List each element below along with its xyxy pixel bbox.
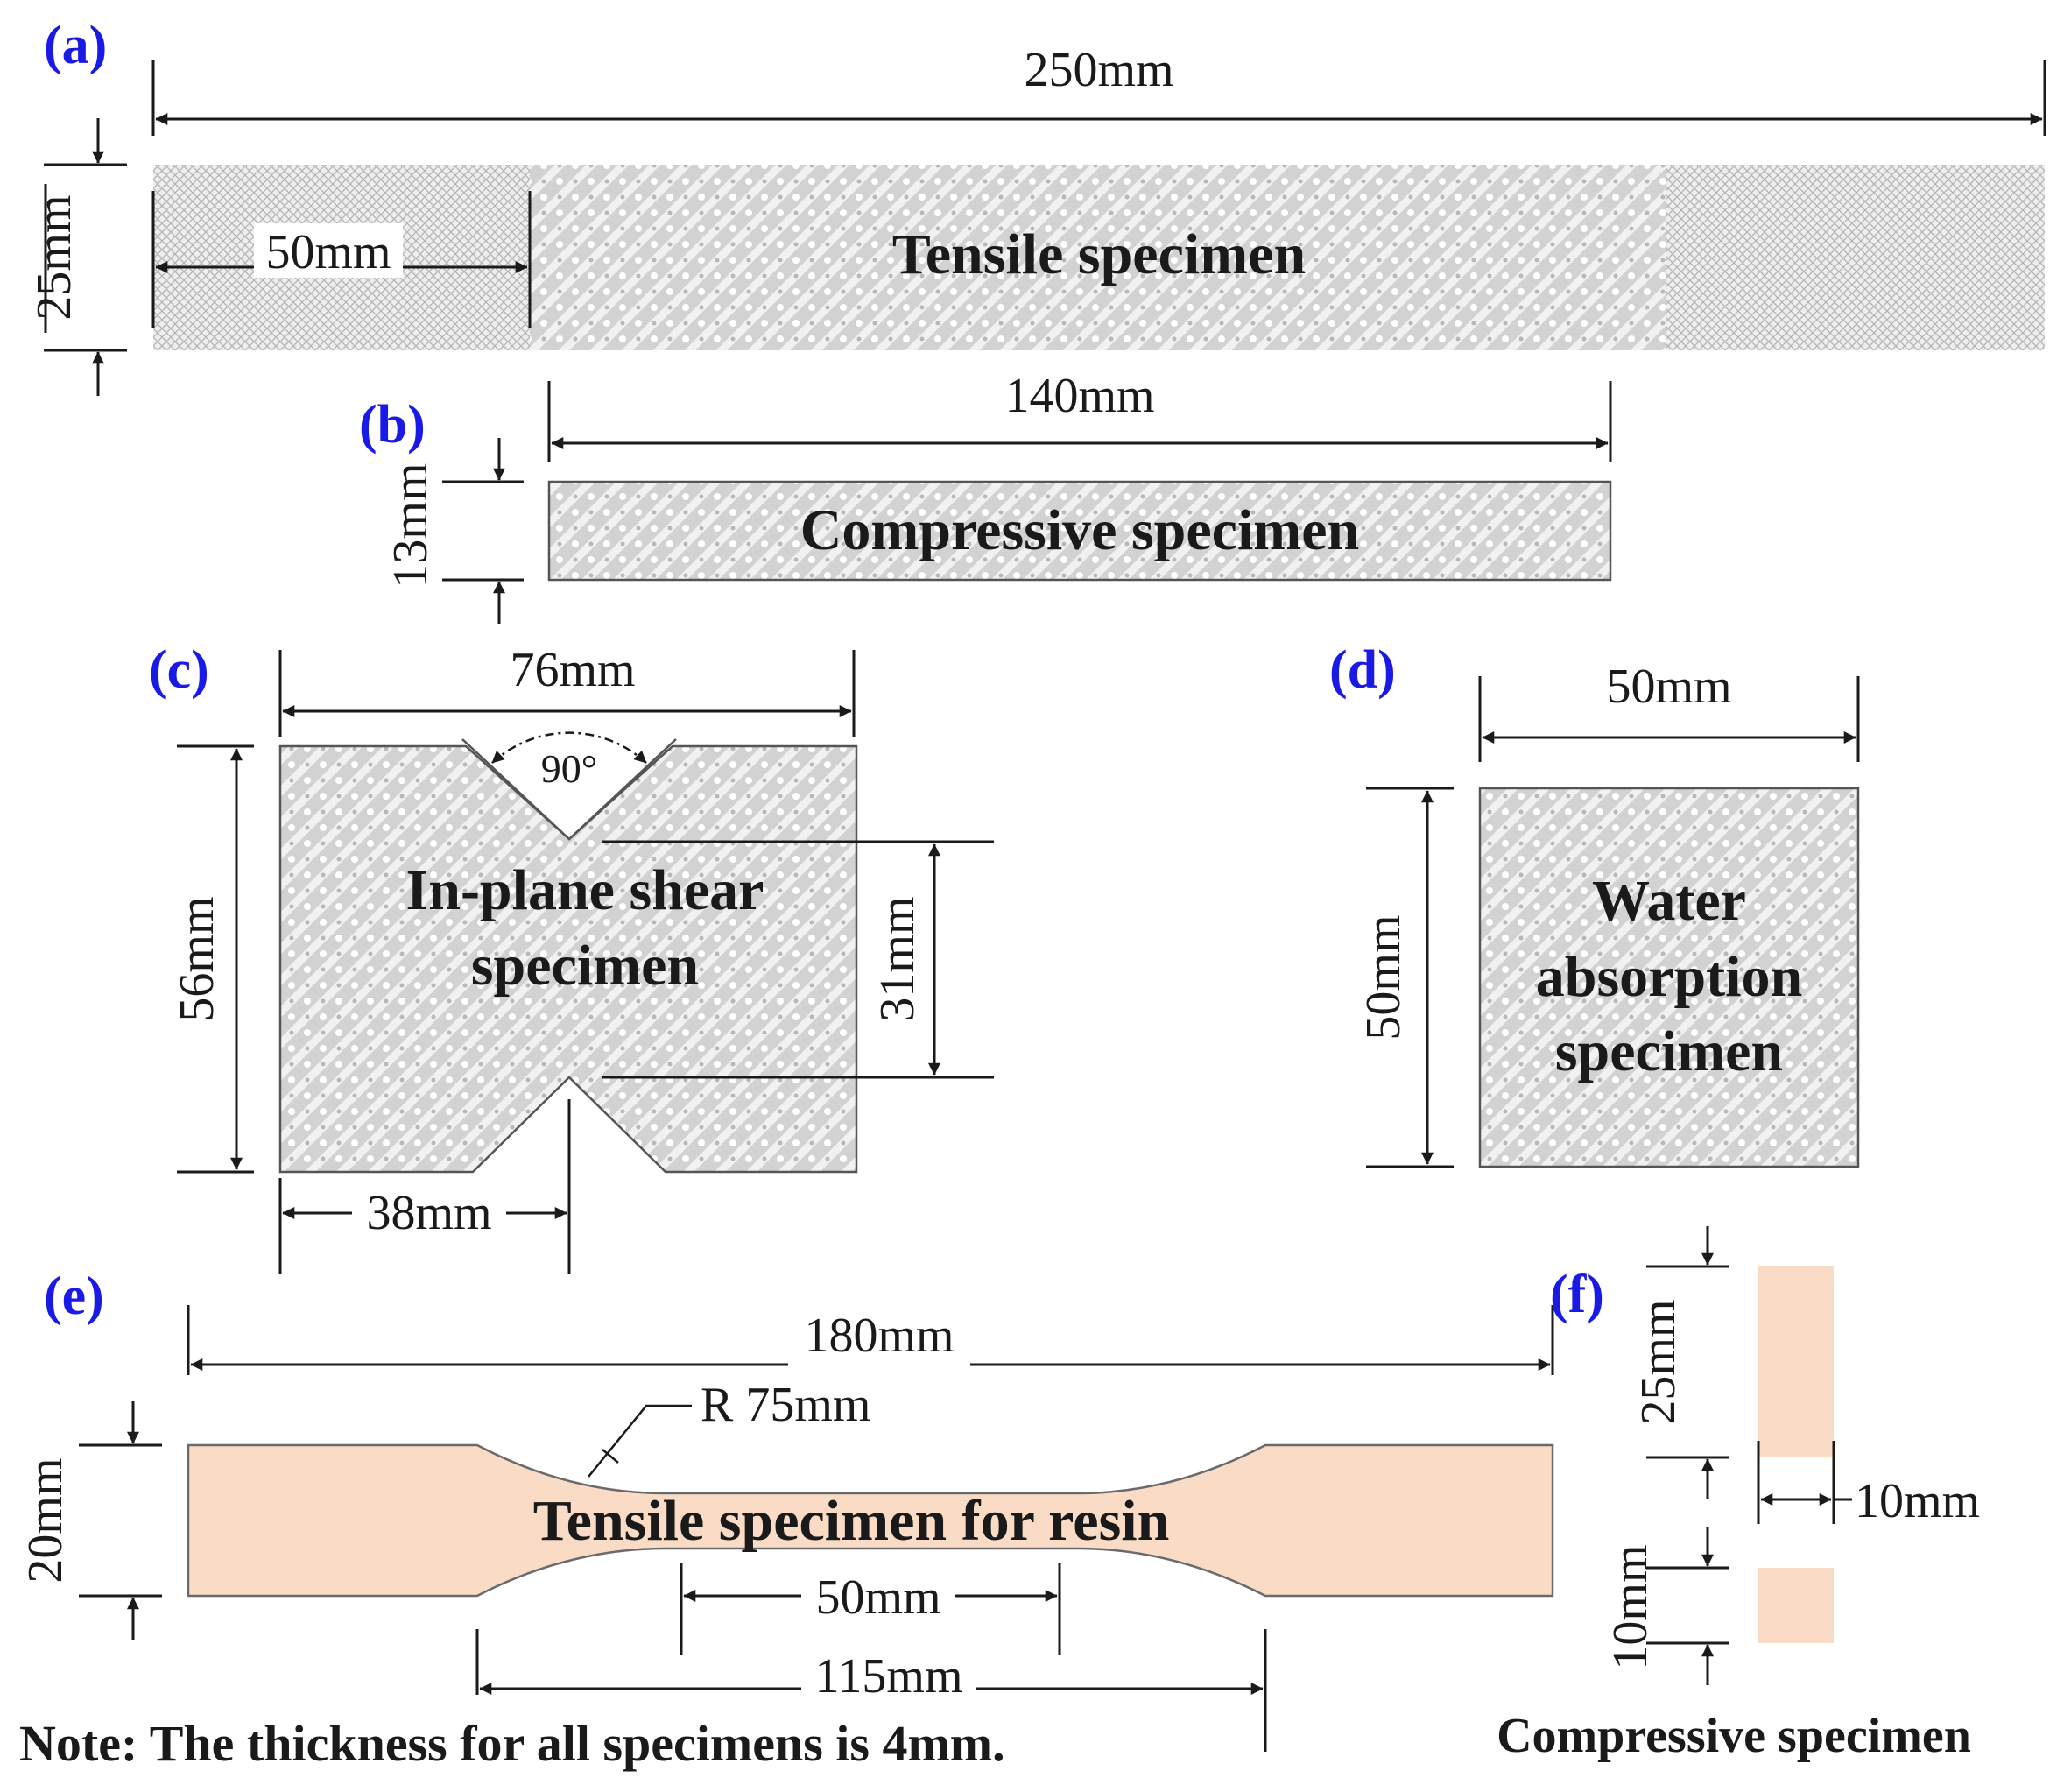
panel-label-e: (e) xyxy=(44,1266,104,1326)
panel-b: (b) 140mm Compressive specimen 13mm xyxy=(359,369,1612,624)
radius-label: R 75mm xyxy=(701,1378,870,1432)
notch-angle-arc xyxy=(491,731,647,764)
shear-specimen-label-line2: specimen xyxy=(471,934,699,998)
dim-e-width-label: 20mm xyxy=(18,1457,73,1583)
resin-tensile-specimen xyxy=(187,1443,1554,1598)
panel-d: (d) 50mm Water absorption specimen 50mm xyxy=(1329,640,1860,1168)
dim-c-offset-label: 38mm xyxy=(366,1186,491,1240)
panel-f: (f) 25mm 10mm 10mm Compressive specimen xyxy=(1497,1226,1980,1763)
radius-leader xyxy=(588,1404,692,1478)
compressive-resin-specimen-short xyxy=(1758,1568,1834,1643)
panel-c: (c) 76mm 90° In-plane shear specimen 56m… xyxy=(149,640,994,1274)
shear-notch-top-edge xyxy=(461,738,677,841)
dim-a-grip-label: 50mm xyxy=(265,225,391,279)
water-specimen-label-line3: specimen xyxy=(1555,1019,1783,1083)
dim-a-length-label: 250mm xyxy=(1024,43,1173,97)
dim-d-width-label: 50mm xyxy=(1606,660,1731,714)
dim-c-width-label: 76mm xyxy=(510,643,635,697)
notch-angle-label: 90° xyxy=(541,746,597,791)
dim-e-gauge-label: 50mm xyxy=(815,1570,940,1625)
compressive-specimen xyxy=(547,480,1612,582)
dim-f-long-label: 25mm xyxy=(1631,1299,1686,1424)
tensile-specimen-gauge xyxy=(530,165,1666,350)
panel-label-a: (a) xyxy=(44,16,107,75)
compressive-resin-specimen-long xyxy=(1758,1266,1834,1457)
panel-e: (e) 180mm Tensile specimen for resin R 7… xyxy=(18,1266,1554,1752)
dim-c-notch-label: 31mm xyxy=(870,896,925,1021)
resin-specimen-label: Tensile specimen for resin xyxy=(533,1489,1170,1553)
notch-angle-label-bg xyxy=(524,749,615,794)
panel-label-d: (d) xyxy=(1329,640,1396,700)
panel-label-c: (c) xyxy=(149,640,209,700)
dim-f-width-label: 10mm xyxy=(1855,1474,1980,1528)
panel-a: (a) 250mm Tensile specimen 50mm 25mm xyxy=(27,16,2046,396)
panel-label-f: (f) xyxy=(1550,1265,1604,1324)
dim-b-width-label: 13mm xyxy=(384,462,438,588)
tensile-specimen-label: Tensile specimen xyxy=(892,222,1306,286)
tensile-specimen-grip-right xyxy=(1666,165,2045,350)
dim-a-width-label: 25mm xyxy=(27,194,81,320)
dim-c-height-label: 56mm xyxy=(170,896,224,1021)
dim-d-height-label: 50mm xyxy=(1356,914,1411,1040)
compressive-specimen-label: Compressive specimen xyxy=(800,498,1360,562)
dim-e-length-label: 180mm xyxy=(804,1309,954,1363)
water-specimen-label-line2: absorption xyxy=(1536,945,1802,1009)
panel-label-b: (b) xyxy=(359,395,426,455)
dim-e-neck-label: 115mm xyxy=(814,1649,962,1704)
radius-leader-tick xyxy=(602,1449,619,1464)
water-specimen-label-line1: Water xyxy=(1592,869,1746,933)
water-absorption-specimen xyxy=(1478,787,1860,1168)
dim-b-length-label: 140mm xyxy=(1004,369,1154,423)
dim-a-grip-label-bg xyxy=(254,223,403,278)
compressive-resin-specimen-label: Compressive specimen xyxy=(1497,1709,1971,1763)
shear-specimen-label-line1: In-plane shear xyxy=(406,858,764,922)
dim-f-short-label: 10mm xyxy=(1603,1544,1658,1669)
thickness-note: Note: The thickness for all specimens is… xyxy=(19,1715,1005,1772)
